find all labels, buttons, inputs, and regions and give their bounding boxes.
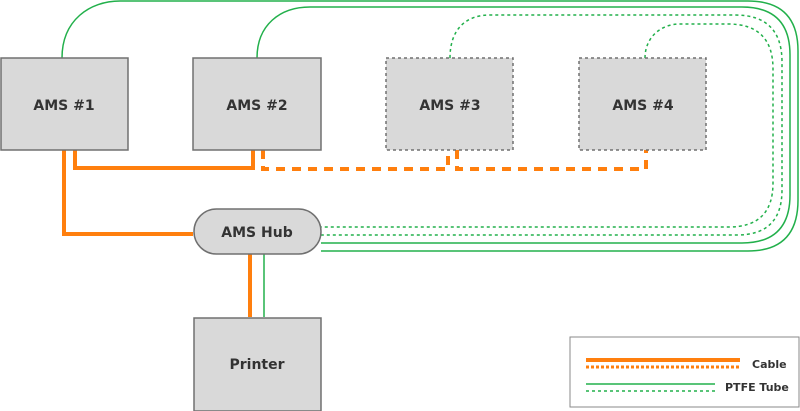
ams-unit-1: AMS #1	[0, 57, 129, 151]
ams-unit-2: AMS #2	[192, 57, 322, 151]
ptfe-tube-ams1	[61, 0, 799, 252]
cable-ams2-ams3	[261, 150, 450, 171]
ams-unit-2-label: AMS #2	[226, 98, 287, 114]
ptfe-tube-ams4	[321, 23, 774, 228]
ams-unit-1-label: AMS #1	[33, 98, 94, 114]
ams-hub: AMS Hub	[193, 208, 322, 255]
legend-cable-label: Cable	[752, 358, 787, 371]
cable-ams1-ams2	[73, 150, 255, 170]
ptfe-tube-ams2	[256, 6, 791, 244]
ams-unit-3-label: AMS #3	[419, 98, 480, 114]
ams-hub-label: AMS Hub	[221, 225, 292, 241]
cable-ams3-ams4	[455, 150, 648, 171]
ams-unit-4: AMS #4	[578, 57, 707, 151]
printer: Printer	[193, 317, 322, 411]
printer-label: Printer	[229, 357, 284, 373]
ams-unit-3: AMS #3	[385, 57, 514, 151]
cable-ams1-hub	[62, 150, 193, 236]
legend-ptfe-label: PTFE Tube	[725, 381, 789, 394]
ams-unit-4-label: AMS #4	[612, 98, 673, 114]
legend: Cable PTFE Tube	[569, 336, 800, 408]
ptfe-tube-ams3	[321, 14, 783, 236]
